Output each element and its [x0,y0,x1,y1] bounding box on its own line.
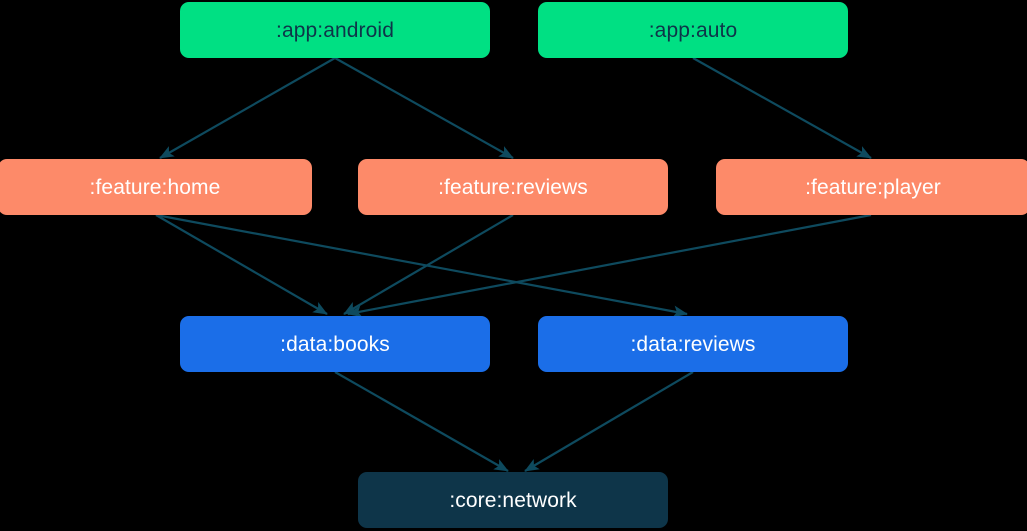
edge-feature-reviews-to-data-books [343,214,514,315]
node-label-data-reviews: :data:reviews [630,332,756,356]
node-data-books[interactable]: :data:books [180,316,490,372]
node-core-network[interactable]: :core:network [358,472,668,528]
node-app-android[interactable]: :app:android [180,2,490,58]
edge-feature-player-to-data-books [347,213,872,318]
node-feature-player[interactable]: :feature:player [716,159,1027,215]
edge-app-android-to-feature-home [159,57,336,159]
node-label-core-network: :core:network [449,488,577,512]
edge-data-books-to-core-network [334,371,509,472]
node-label-feature-player: :feature:player [805,175,941,199]
node-feature-home[interactable]: :feature:home [0,159,312,215]
node-data-reviews[interactable]: :data:reviews [538,316,848,372]
node-feature-reviews[interactable]: :feature:reviews [358,159,668,215]
node-app-auto[interactable]: :app:auto [538,2,848,58]
node-label-app-android: :app:android [276,18,394,42]
node-label-app-auto: :app:auto [648,18,738,42]
edge-feature-home-to-data-reviews [155,213,688,318]
node-label-data-books: :data:books [280,332,390,356]
edge-app-auto-to-feature-player [692,57,872,159]
node-label-feature-home: :feature:home [89,175,221,199]
edge-data-reviews-to-core-network [524,371,694,472]
edge-app-android-to-feature-reviews [334,57,514,159]
node-label-feature-reviews: :feature:reviews [438,175,588,199]
edge-feature-home-to-data-books [155,214,328,315]
edges-group [155,57,872,472]
